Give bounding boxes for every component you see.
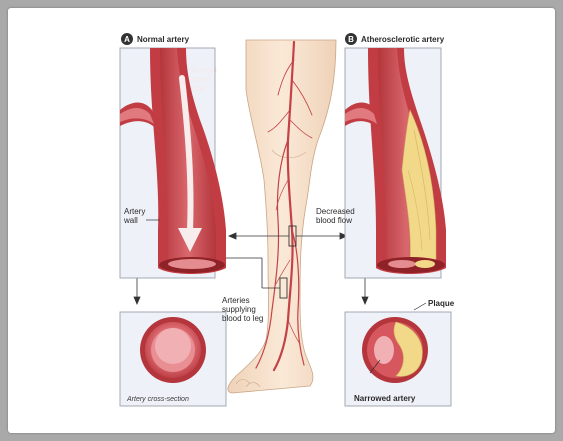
plaque-label: Plaque	[428, 299, 455, 308]
artery-wall-label-line-2: wall	[123, 216, 138, 225]
normal-flow-label-line-1: Normal	[191, 66, 217, 75]
cross-section-a	[120, 312, 226, 406]
plaque-pointer	[414, 303, 426, 310]
arteries-label-line-3: blood to leg	[222, 314, 263, 323]
panel-a-title: Normal artery	[137, 35, 190, 44]
decreased-flow-label-line-1: Decreased	[316, 207, 355, 216]
arteries-label-line-2: supplying	[222, 305, 256, 314]
badge-a-letter: A	[124, 35, 130, 44]
normal-flow-label-line-2: blood	[191, 75, 211, 84]
cross-section-b	[345, 312, 451, 406]
badge-b-letter: B	[348, 35, 354, 44]
panel-b-title: Atherosclerotic artery	[361, 35, 445, 44]
normal-flow-label-line-3: flow	[191, 84, 205, 93]
artery-cross-section-label: Artery cross-section	[126, 396, 189, 403]
artery-wall-label-line-1: Artery	[124, 207, 145, 216]
decreased-flow-label-line-2: blood flow	[316, 216, 352, 225]
panel-b	[345, 48, 446, 278]
narrowed-artery-label: Narrowed artery	[354, 394, 416, 403]
arteries-label-line-1: Arteries	[222, 296, 250, 305]
